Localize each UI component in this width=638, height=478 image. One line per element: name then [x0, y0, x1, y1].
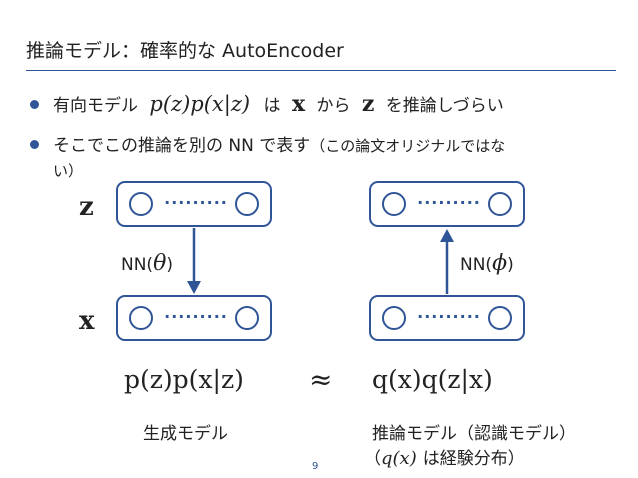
bullet-item-directed-model: 有向モデル p(z)p(x|z) は x から z を推論しづらい	[30, 92, 504, 118]
neuron-node	[488, 192, 512, 216]
ellipsis-dots: ·········	[164, 193, 228, 212]
generative-arrow-down	[187, 228, 201, 294]
bullet-text-suffix: を推論しづらい	[385, 96, 504, 116]
neuron-node	[488, 306, 512, 330]
neuron-node	[129, 192, 153, 216]
bullet-text-prefix: 有向モデル	[53, 96, 138, 116]
approx-symbol: ≈	[309, 363, 333, 396]
neuron-node	[129, 306, 153, 330]
neuron-node	[235, 192, 259, 216]
bullet-note-line1: （この論文オリジナルではな	[310, 137, 506, 155]
latent-variable-label: z	[79, 192, 94, 222]
neuron-node	[382, 306, 406, 330]
equation-inference: q(x)q(z|x)	[372, 365, 493, 394]
title-underline	[26, 70, 616, 71]
inference-observed-layer: ·········	[369, 295, 525, 341]
bullet-math-x: x	[291, 91, 306, 117]
page-number: 9	[312, 461, 319, 472]
bullet-text-main: そこでこの推論を別の NN で表す	[53, 136, 311, 156]
theta-symbol: θ	[153, 251, 167, 276]
caption-inference-model: 推論モデル（認識モデル）	[372, 424, 576, 444]
bullet-item-inference-nn: そこでこの推論を別の NN で表す（この論文オリジナルではな	[30, 134, 505, 158]
neuron-node	[382, 192, 406, 216]
caption-empirical-distribution: （q(x)は経験分布）	[364, 448, 525, 469]
caption-math-qx: q(x)	[381, 448, 417, 469]
generative-observed-layer: ·········	[116, 295, 272, 341]
inference-network-label: NN(ϕ)	[460, 251, 514, 276]
bullet-text-mid1: は	[263, 96, 281, 116]
caption-generative-model: 生成モデル	[143, 424, 228, 444]
bullet-dot-icon	[30, 139, 39, 149]
bullet-dot-icon	[30, 99, 39, 109]
bullet-text-mid2: から	[316, 96, 351, 116]
ellipsis-dots: ·········	[417, 193, 481, 212]
bullet-note-line2: い）	[53, 162, 84, 180]
inference-arrow-up	[440, 229, 454, 294]
observed-variable-label: x	[79, 306, 95, 336]
generative-network-label: NN(θ)	[121, 251, 173, 276]
ellipsis-dots: ·········	[164, 307, 228, 326]
generative-latent-layer: ·········	[116, 181, 272, 227]
ellipsis-dots: ·········	[417, 307, 481, 326]
bullet-math-z: z	[361, 91, 375, 117]
neuron-node	[235, 306, 259, 330]
slide-title: 推論モデル：確率的な AutoEncoder	[26, 40, 344, 62]
phi-symbol: ϕ	[492, 251, 508, 276]
bullet-math-joint: p(z)p(x|z)	[149, 92, 251, 116]
inference-latent-layer: ·········	[369, 181, 525, 227]
equation-generative: p(z)p(x|z)	[124, 365, 244, 394]
